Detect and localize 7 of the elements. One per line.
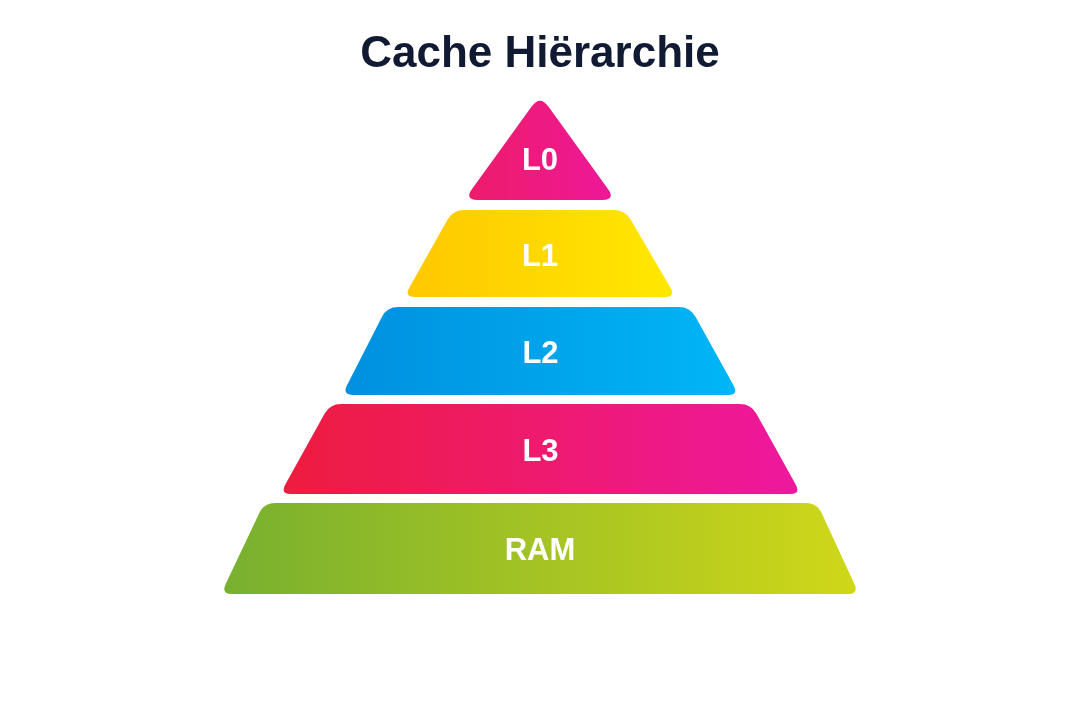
diagram-title: Cache Hiërarchie	[359, 26, 721, 78]
tier-label: L0	[521, 142, 559, 178]
tier-label: RAM	[504, 532, 576, 568]
tier-label: L3	[522, 433, 559, 469]
tier-label: L1	[521, 238, 559, 274]
tier-label: L2	[522, 335, 559, 371]
pyramid-tier	[221, 503, 859, 594]
